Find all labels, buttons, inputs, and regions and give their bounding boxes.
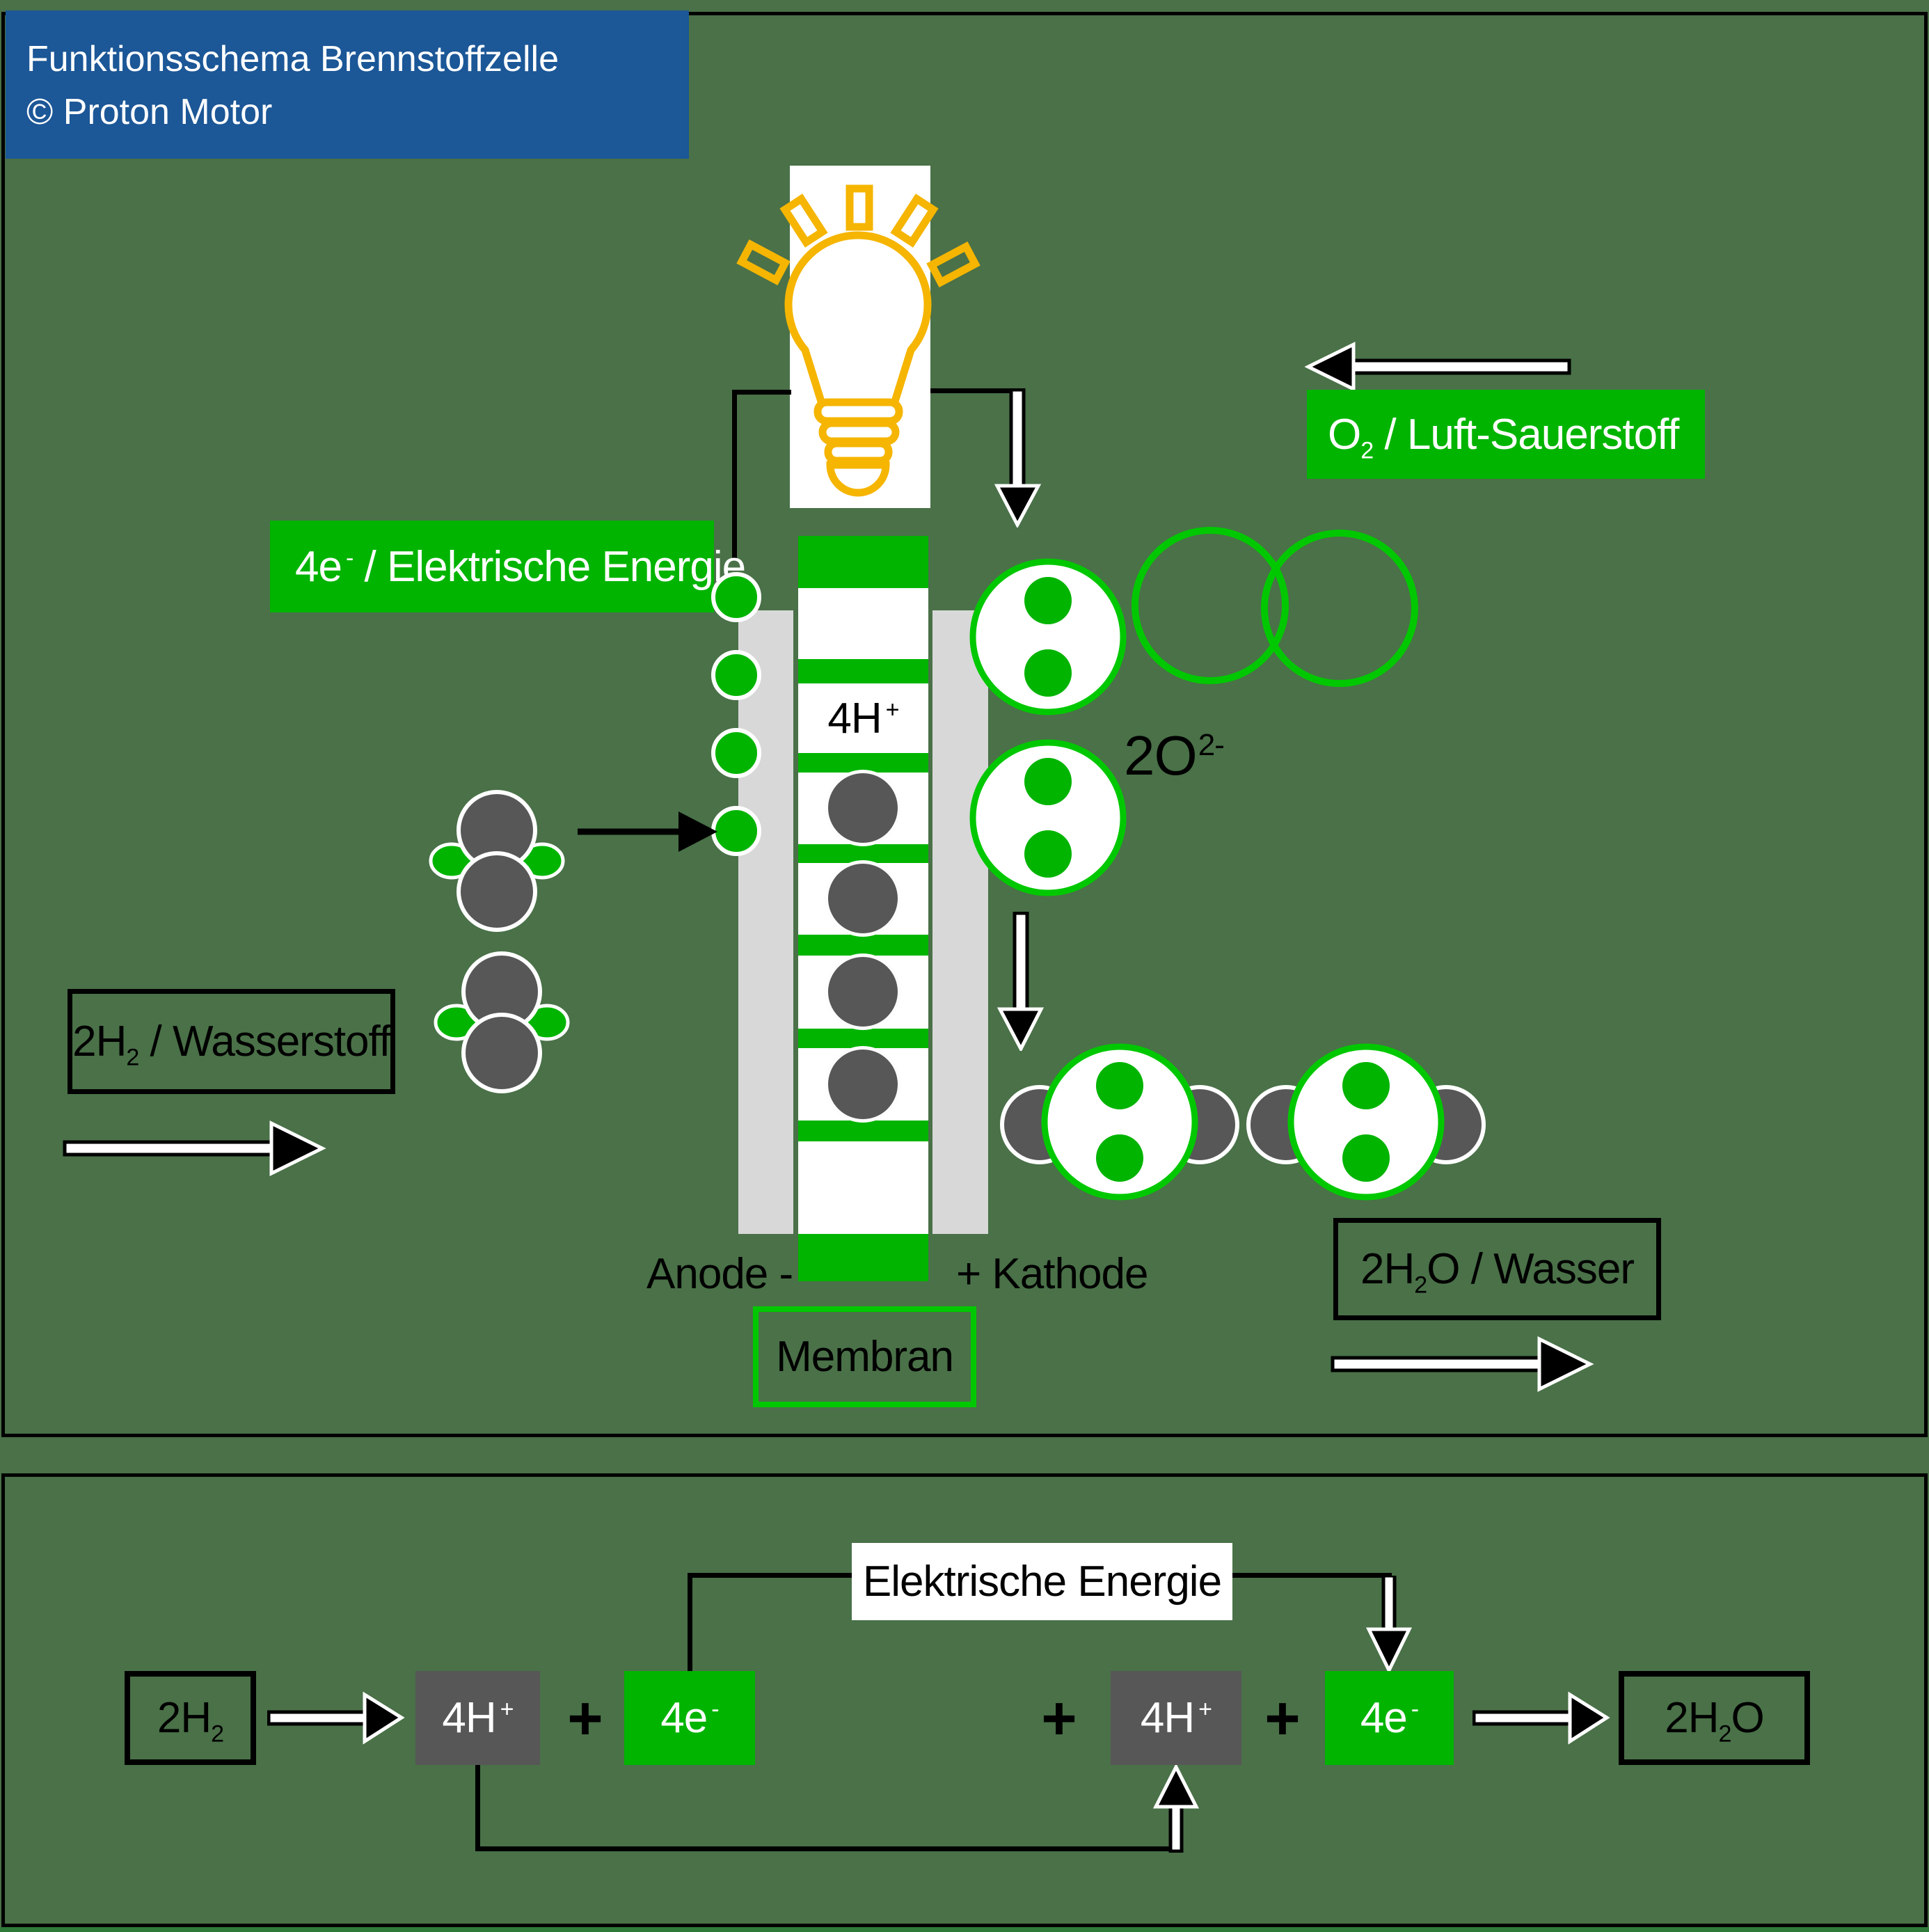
electron-dot-icon	[711, 806, 761, 856]
electric-energy-text: 4e- / Elektrische Energie	[295, 542, 746, 591]
membrane-band	[798, 1121, 928, 1141]
proton-circle-icon	[825, 770, 901, 846]
equation-proton-text: 4H+	[442, 1694, 514, 1742]
plus-sign: +	[1041, 1684, 1077, 1752]
electron-dot-icon	[711, 728, 761, 778]
up-arrow-icon	[1152, 1765, 1200, 1853]
equation-electron-text: 4e-	[660, 1694, 719, 1742]
hydrogen-inlet-text: 2H2 / Wasserstoff	[72, 1018, 391, 1071]
circuit-wire-left-vertical	[732, 390, 737, 559]
equation-proton-box: 4H+	[415, 1671, 540, 1765]
membrane-band-proton-label: 4H+	[798, 683, 928, 753]
membrane-band	[798, 935, 928, 956]
oxygen-outline-icon	[1261, 530, 1418, 687]
equation-wire-left-vertical	[688, 1573, 692, 1671]
equation-h2-text: 2H2	[157, 1694, 224, 1748]
membrane-band	[798, 1234, 928, 1281]
membrane-band	[798, 1141, 928, 1234]
equation-electron-box: 4e-	[624, 1671, 755, 1765]
equation-proton-box: 4H+	[1111, 1671, 1241, 1765]
oxygen-inlet-text: O2 / Luft-Sauerstoff	[1328, 410, 1679, 464]
equation-bracket-horizontal	[475, 1846, 1180, 1851]
water-molecule-icon	[1246, 1043, 1486, 1201]
electric-energy-label: 4e- / Elektrische Energie	[270, 521, 746, 612]
electric-energy-caption: Elektrische Energie	[862, 1558, 1222, 1606]
electric-energy-box: Elektrische Energie	[852, 1543, 1232, 1620]
bottom-section-frame	[1, 1473, 1928, 1927]
equation-h2-box: 2H2	[125, 1671, 256, 1765]
equation-electron-box: 4e-	[1325, 1671, 1454, 1765]
plus-sign: +	[567, 1684, 603, 1752]
equation-h2o-text: 2H2O	[1665, 1694, 1764, 1748]
right-arrow-icon	[578, 811, 717, 852]
plus-sign: +	[1264, 1684, 1301, 1752]
equation-h2o-box: 2H2O	[1619, 1671, 1810, 1765]
proton-circle-icon	[825, 860, 901, 937]
right-arrow-icon	[1472, 1691, 1610, 1745]
circuit-wire-right-horizontal	[930, 388, 1015, 393]
membrane-band	[798, 844, 928, 863]
equation-electron-text: 4e-	[1360, 1694, 1419, 1742]
oxygen-ion-label: 2O2-	[1124, 724, 1225, 786]
right-arrow-icon	[1331, 1336, 1594, 1393]
equation-wire-left-horizontal	[692, 1573, 852, 1578]
top-section-frame	[1, 12, 1928, 1437]
equation-wire-right-horizontal	[1232, 1573, 1392, 1578]
oxygen-molecule-icon	[969, 558, 1127, 715]
oxygen-molecule-icon	[969, 739, 1127, 896]
proton-circle-icon	[825, 1046, 901, 1123]
circuit-wire-left-horizontal	[732, 390, 791, 395]
hydrogen-molecule-icon	[429, 790, 565, 932]
membrane-band	[798, 536, 928, 588]
light-bulb-icon	[736, 184, 981, 497]
proton-count-text: 4H+	[827, 694, 899, 743]
down-arrow-icon	[997, 912, 1045, 1051]
membrane-label: Membran	[776, 1333, 954, 1381]
water-outlet-label: 2H2O / Wasser	[1333, 1218, 1661, 1320]
oxygen-inlet-label: O2 / Luft-Sauerstoff	[1307, 390, 1705, 479]
title-banner: Funktionsschema Brennstoffzelle © Proton…	[6, 10, 689, 159]
membrane-stack: 4H+	[798, 536, 928, 1281]
down-arrow-icon	[1365, 1576, 1413, 1673]
anode-bar	[738, 610, 793, 1234]
hydrogen-molecule-icon	[434, 951, 570, 1093]
left-arrow-icon	[1305, 341, 1571, 393]
water-molecule-icon	[1000, 1043, 1239, 1201]
equation-proton-text: 4H+	[1140, 1694, 1212, 1742]
membrane-band	[798, 753, 928, 773]
down-arrow-icon	[994, 388, 1042, 528]
membrane-label-box: Membran	[753, 1306, 976, 1407]
right-arrow-icon	[267, 1691, 405, 1745]
membrane-band	[798, 1029, 928, 1048]
page-title: Funktionsschema Brennstoffzelle	[26, 39, 559, 79]
copyright-text: © Proton Motor	[26, 92, 273, 132]
anode-label: Anode -	[646, 1250, 793, 1298]
membrane-band	[798, 588, 928, 659]
electron-dot-icon	[711, 650, 761, 700]
right-arrow-icon	[63, 1120, 326, 1177]
kathode-label: + Kathode	[956, 1250, 1148, 1298]
hydrogen-inlet-label: 2H2 / Wasserstoff	[68, 989, 395, 1094]
water-outlet-text: 2H2O / Wasser	[1360, 1245, 1635, 1299]
proton-circle-icon	[825, 953, 901, 1030]
membrane-band	[798, 659, 928, 683]
bottom-green-bar	[0, 1927, 1929, 1932]
electron-dot-icon	[711, 572, 761, 622]
cathode-bar	[932, 610, 988, 1234]
equation-bracket-vertical	[475, 1765, 480, 1851]
